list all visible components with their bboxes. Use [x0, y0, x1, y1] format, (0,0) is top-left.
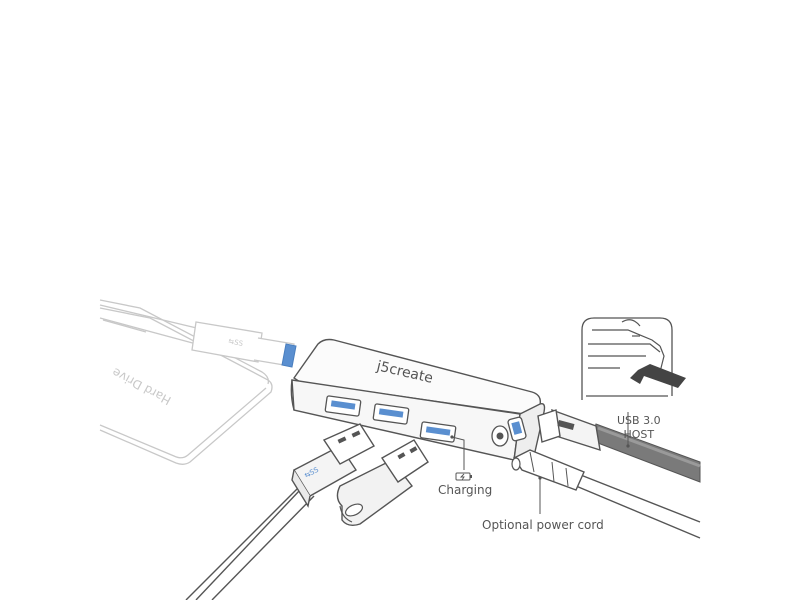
- power-cord-label: Optional power cord: [482, 518, 604, 532]
- dc-jack-port: [491, 425, 509, 447]
- charging-icon: [455, 472, 472, 481]
- host-cable: [537, 408, 701, 483]
- host-inset: [581, 317, 686, 400]
- charging-callout: [450, 435, 472, 481]
- hard-drive-label: Hard Drive: [110, 365, 174, 408]
- hard-drive-cable: ⇆SS: [99, 304, 297, 368]
- host-label-line-1: USB 3.0: [617, 414, 661, 427]
- usb-port-2: [372, 403, 410, 425]
- flash-drive: [336, 439, 429, 527]
- usb-port-3-charging: [419, 421, 457, 443]
- charging-label: Charging: [438, 483, 493, 497]
- ss-usb-logo: ⇆SS: [228, 337, 245, 348]
- host-label: USB 3.0 HOST: [617, 414, 661, 442]
- usb-cable-plug: ⇆SS: [185, 423, 375, 600]
- arrow-icon: [630, 364, 686, 388]
- host-label-line-2: HOST: [623, 428, 655, 441]
- power-cord: [511, 449, 701, 539]
- usb-host-port: [507, 416, 527, 442]
- usb-port-1: [324, 395, 362, 417]
